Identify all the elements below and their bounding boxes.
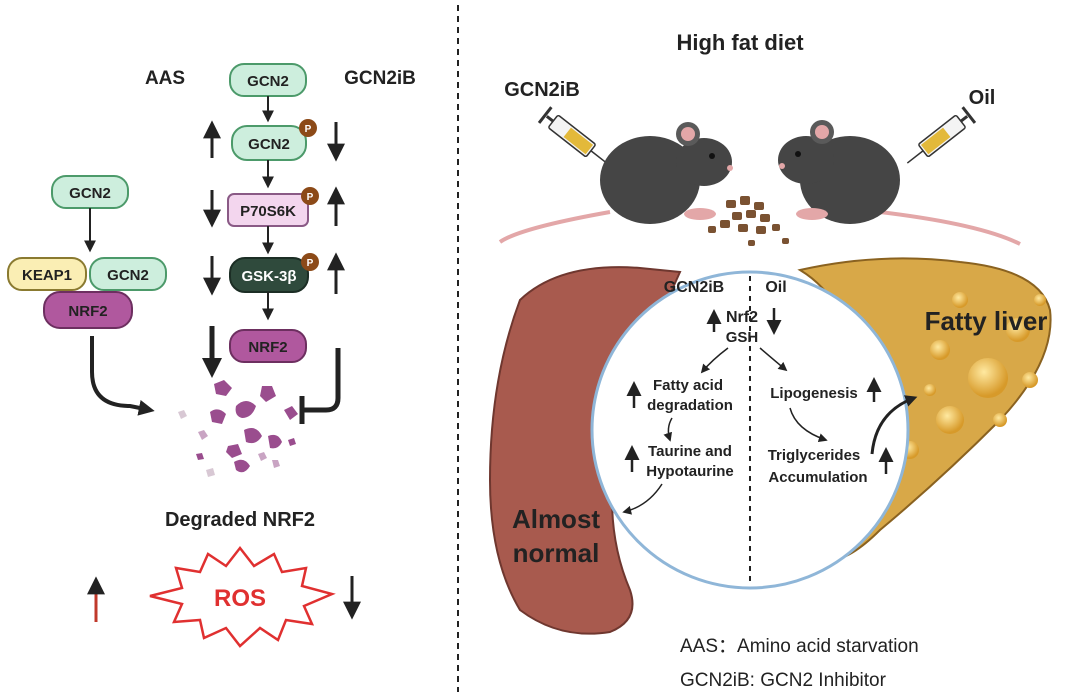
svg-text:GCN2: GCN2: [107, 267, 149, 284]
arrow-to-almost-normal: [622, 483, 663, 515]
svg-text:P: P: [305, 124, 312, 135]
gcn2-phospho-node: GCN2 P: [231, 119, 317, 161]
taurine-line2: Hypotaurine: [646, 463, 734, 480]
syringe-right-icon: [906, 106, 977, 164]
gcn2ib-label-right: GCN2iB: [504, 79, 580, 101]
arrow-complex-to-degradation: [90, 336, 155, 416]
high-fat-diet-title: High fat diet: [676, 30, 804, 55]
gcn2-free-node: GCN2: [51, 175, 129, 209]
arrow-to-fatty-acid: [700, 347, 729, 374]
svg-text:NRF2: NRF2: [68, 303, 107, 320]
gcn2ib-label-left: GCN2iB: [344, 68, 416, 89]
nrf2-complex-node: NRF2: [43, 291, 133, 329]
arrow-to-fatty-liver: [870, 395, 918, 455]
legend-aas: AAS：Amino acid starvation: [680, 636, 919, 657]
nrf2-center-node: NRF2: [229, 329, 307, 363]
phospho-badge: [299, 119, 317, 137]
legend-gcn2ib: GCN2iB: GCN2 Inhibitor: [680, 670, 887, 691]
inhibition-line: [304, 348, 341, 413]
mouse-right-icon: [778, 120, 1021, 246]
fat-droplets: [901, 292, 1046, 459]
lipogenesis-label: Lipogenesis: [770, 385, 858, 402]
circle-header-gcn2ib: GCN2iB: [664, 279, 724, 296]
mouse-left-icon: [498, 122, 733, 244]
gcn2-top-node: GCN2: [229, 63, 307, 97]
arrow-to-lipogenesis: [759, 347, 788, 372]
svg-text:P: P: [307, 192, 314, 203]
triglycerides-line2: Accumulation: [768, 469, 867, 486]
p70s6k-node: P70S6K P: [227, 187, 319, 227]
svg-text:NRF2: NRF2: [248, 339, 287, 356]
svg-text:P: P: [307, 258, 314, 269]
almost-normal-line2: normal: [513, 538, 600, 568]
svg-text:P70S6K: P70S6K: [240, 203, 296, 220]
arrow-to-triglycerides: [789, 407, 828, 442]
keap1-node: KEAP1: [7, 257, 87, 291]
gsk3b-node: GSK-3β P: [229, 253, 319, 293]
svg-text:KEAP1: KEAP1: [22, 267, 72, 284]
syringe-left-icon: [537, 106, 608, 164]
circle-nrf2: Nrf2: [726, 309, 758, 326]
aas-label: AAS: [145, 68, 185, 89]
svg-text:GSK-3β: GSK-3β: [242, 268, 297, 285]
circle-gsh: GSH: [726, 329, 759, 346]
fatty-acid-line1: Fatty acid: [653, 377, 723, 394]
degraded-nrf2-fragments: [178, 380, 298, 477]
oil-label: Oil: [969, 87, 996, 109]
svg-text:GCN2: GCN2: [69, 185, 111, 202]
svg-text:ROS: ROS: [214, 585, 266, 612]
taurine-line1: Taurine and: [648, 443, 732, 460]
degraded-nrf2-label: Degraded NRF2: [165, 509, 315, 531]
arrow-to-taurine: [663, 417, 673, 442]
circle-header-oil: Oil: [765, 279, 786, 296]
triglycerides-line1: Triglycerides: [768, 447, 861, 464]
gcn2-bound-node: GCN2: [89, 257, 167, 291]
ros-burst: ROS: [149, 545, 336, 648]
svg-text:GCN2: GCN2: [248, 136, 290, 153]
fatty-liver-label: Fatty liver: [925, 306, 1048, 336]
food-pellets-icon: [708, 196, 789, 246]
svg-text:GCN2: GCN2: [247, 73, 289, 90]
almost-normal-line1: Almost: [512, 504, 600, 534]
fatty-acid-line2: degradation: [647, 397, 733, 414]
